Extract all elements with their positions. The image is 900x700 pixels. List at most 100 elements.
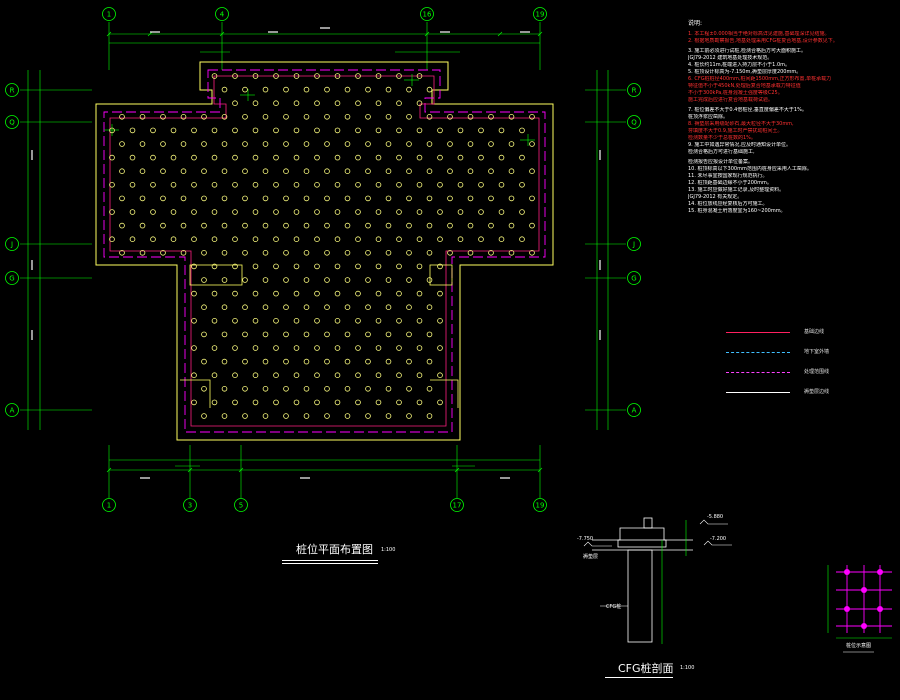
cfg-pile [406, 222, 412, 229]
cfg-pile-section [583, 517, 732, 644]
legend-swatch [726, 352, 790, 353]
cfg-pile [293, 182, 300, 188]
elevation-marker [699, 519, 728, 525]
cfg-pile [396, 290, 402, 297]
cfg-pile [221, 304, 228, 311]
cfg-pile [498, 236, 505, 243]
cfg-pile [334, 73, 341, 79]
cfg-pile [437, 127, 443, 134]
cfg-pile [314, 236, 320, 243]
section-top-elev: -5.880 [707, 514, 724, 520]
cfg-pile [488, 195, 494, 202]
cfg-pile [437, 236, 443, 243]
cfg-pile [293, 317, 300, 324]
cfg-pile [201, 222, 207, 229]
note-line: 2. 根据地质勘察报告,地基处理采用CFG桩复合地基,设计参数见下。 [688, 38, 838, 44]
axis-bubble-label: A [632, 407, 637, 415]
cfg-pile [385, 304, 392, 311]
cfg-pile [262, 331, 269, 338]
cfg-pile [355, 73, 361, 79]
cfg-pile [109, 236, 115, 243]
cfg-pile [242, 304, 248, 311]
cfg-pile [232, 345, 238, 351]
cfg-pile [293, 154, 300, 161]
cfg-pile [262, 250, 269, 256]
cfg-pile [221, 413, 228, 419]
note-line: 3. 施工前必须进行试桩,检测合格后方可大面积施工。 [688, 48, 806, 54]
note-line: 特征值不小于450kN,处理后复合地基承载力特征值 [688, 83, 801, 89]
dimension-tick [106, 467, 112, 473]
cfg-pile [519, 182, 525, 188]
cfg-pile [211, 290, 218, 297]
cfg-pile [344, 114, 351, 120]
note-line: 检测合格后方可进行基础施工, [688, 149, 755, 155]
cfg-pile [324, 195, 330, 202]
cfg-pile [283, 250, 289, 256]
cfg-pile [201, 304, 207, 311]
cfg-pile [385, 385, 392, 392]
cfg-pile [119, 195, 125, 202]
pile-layout [109, 73, 535, 419]
dimension-tick [238, 467, 244, 473]
cfg-pile [283, 168, 289, 175]
cfg-pile [355, 100, 361, 106]
cfg-pile [303, 168, 310, 175]
cfg-pile [119, 114, 125, 120]
cfg-pile [396, 100, 402, 106]
cfg-pile [283, 331, 289, 338]
cfg-pile [170, 209, 177, 215]
cfg-pile [447, 250, 453, 256]
cfg-pile [252, 182, 259, 188]
plan-title: 桩位平面布置图 [296, 543, 373, 556]
cfg-pile [293, 263, 300, 270]
section-right-elev: -7.200 [710, 536, 727, 542]
cfg-pile [437, 154, 443, 161]
cfg-pile [334, 290, 341, 297]
cfg-pile [334, 209, 341, 215]
section-pile-label: CFG桩 [606, 604, 622, 610]
axis-bubble-label: 1 [107, 502, 111, 510]
cfg-pile [283, 222, 289, 229]
axis-bubble-label: J [10, 241, 13, 249]
cfg-pile [478, 127, 484, 134]
ramp-outline [430, 379, 459, 408]
axis-bubble-bottom: 19 [533, 498, 547, 512]
cfg-pile [344, 358, 351, 365]
cfg-pile [406, 413, 412, 419]
cfg-pile [385, 195, 392, 202]
axis-bubble-circle [5, 403, 19, 417]
cfg-pile [293, 100, 300, 106]
legend-row: 褥垫层边线 [722, 389, 892, 410]
cfg-pile [221, 168, 228, 175]
cfg-pile [334, 182, 341, 188]
cfg-pile [221, 195, 228, 202]
cfg-pile [201, 168, 207, 175]
dimension-tick [106, 31, 112, 37]
cfg-pile [426, 385, 433, 392]
cfg-pile [447, 222, 453, 229]
cfg-pile [191, 209, 197, 215]
section-title: CFG桩剖面 [618, 662, 674, 675]
cfg-pile [365, 141, 371, 147]
cfg-pile [232, 154, 238, 161]
cfg-pile [416, 399, 423, 406]
axis-bubble-circle [5, 271, 19, 285]
section-left-elev: -7.750 [577, 536, 594, 542]
cfg-pile [447, 195, 453, 202]
axis-bubble-circle [627, 237, 641, 251]
cfg-pile [201, 331, 207, 338]
cfg-pile [273, 372, 279, 379]
cfg-pile [447, 114, 453, 120]
cfg-pile [273, 317, 279, 324]
cfg-pile [221, 250, 228, 256]
cfg-pile [375, 317, 382, 324]
cfg-pile [375, 73, 382, 79]
cfg-pile [334, 317, 341, 324]
note-line: 6. CFG桩桩径400mm,桩间距1500mm,正方形布置,单桩承载力 [688, 76, 832, 82]
cfg-pile [529, 195, 535, 202]
axis-bubble-label: Q [631, 119, 637, 127]
cfg-pile [160, 195, 166, 202]
cfg-pile [426, 331, 433, 338]
cfg-pile [273, 154, 279, 161]
cfg-pile [211, 154, 218, 161]
